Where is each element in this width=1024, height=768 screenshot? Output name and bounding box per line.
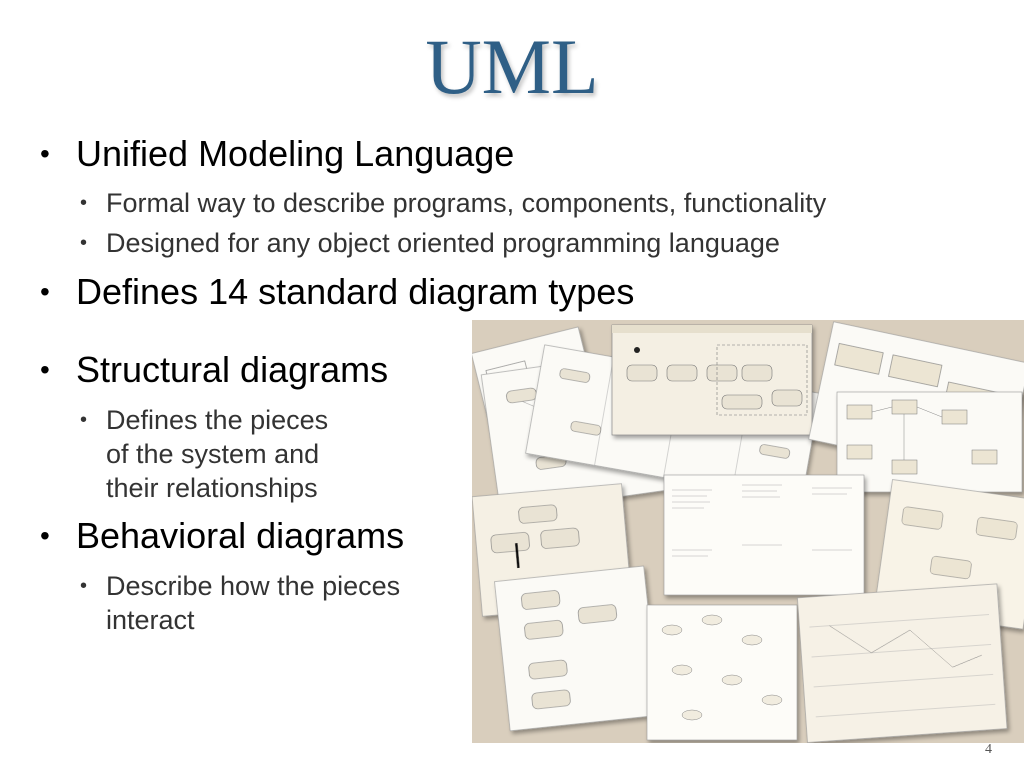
slide-title: UML [425,23,599,110]
sub-bullet-formal-way: • Formal way to describe programs, compo… [80,186,827,220]
bullet-dot: • [40,138,50,169]
uml-diagrams-collage-image [472,320,1024,743]
bullet-structural-diagrams: • Structural diagrams [40,349,389,390]
sub-bullet-line: Defines the pieces [106,405,329,435]
sub-bullet-line: their relationships [106,473,318,503]
bullet-dot: • [80,575,88,597]
sub-bullet-line: interact [106,605,195,635]
sub-bullet-line: Describe how the pieces [106,571,401,601]
sub-bullet-describe-how: • Describe how the pieces interact [80,569,401,637]
bullet-dot: • [80,232,88,254]
bullet-dot: • [40,354,50,385]
bullet-behavioral-diagrams: • Behavioral diagrams [40,515,405,556]
sub-bullet-defines-pieces: • Defines the pieces of the system and t… [80,403,329,505]
bullet-text: Behavioral diagrams [76,515,405,556]
sub-bullet-text: Designed for any object oriented program… [106,228,780,258]
bullet-text: Unified Modeling Language [76,133,515,174]
sub-bullet-text: Formal way to describe programs, compone… [106,188,827,218]
bullet-dot: • [40,276,50,307]
bullet-dot: • [80,409,88,431]
bullet-dot: • [40,520,50,551]
bullet-unified-modeling-language: • Unified Modeling Language [40,133,515,174]
bullet-defines-14-types: • Defines 14 standard diagram types [40,271,635,312]
sub-bullet-line: of the system and [106,439,320,469]
bullet-dot: • [80,192,88,214]
bullet-text: Defines 14 standard diagram types [76,271,635,312]
bullet-text: Structural diagrams [76,349,389,390]
sub-bullet-designed-for: • Designed for any object oriented progr… [80,226,780,260]
page-number: 4 [985,742,992,757]
